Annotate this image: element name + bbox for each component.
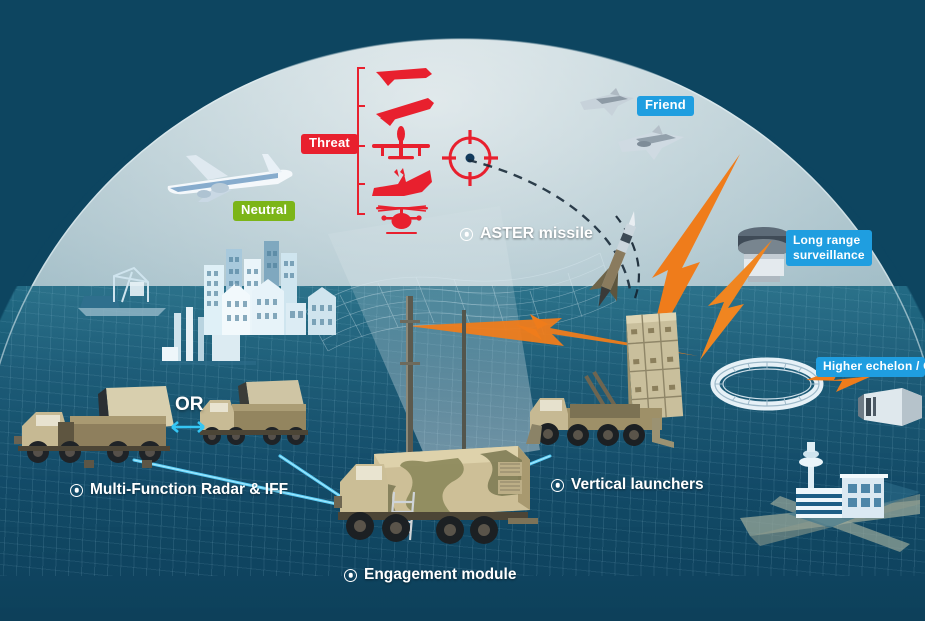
callout-vertical-launchers-label: Vertical launchers — [571, 476, 704, 493]
callout-aster-missile-label: ASTER missile — [480, 225, 593, 242]
label-higher-echelon-c4i: Higher echelon / C4I — [816, 357, 925, 377]
callout-multi-function-radar: Multi-Function Radar & IFF — [70, 481, 288, 499]
label-long-range-surveillance-line1: Long range — [793, 233, 861, 247]
callout-engagement-module: Engagement module — [344, 566, 516, 584]
label-long-range-surveillance-line2: surveillance — [793, 248, 865, 262]
callout-engagement-module-label: Engagement module — [364, 566, 517, 583]
bullet-dot-icon — [460, 227, 473, 241]
threat-bracket — [357, 67, 365, 215]
classification-label-threat: Threat — [301, 134, 358, 154]
industrial-plant — [160, 307, 256, 365]
classification-label-neutral: Neutral — [233, 201, 296, 221]
or-connector-arrow — [171, 421, 205, 433]
label-long-range-surveillance: Long range surveillance — [786, 230, 872, 266]
data-link-ring — [710, 357, 824, 411]
bullet-dot-icon — [70, 483, 83, 497]
classification-label-friend: Friend — [637, 96, 694, 116]
helicopter-icon — [376, 205, 428, 234]
friendly-fighter-jet — [618, 125, 684, 160]
aster-missile — [589, 211, 637, 307]
engagement-module-vehicle — [334, 296, 538, 544]
bullet-dot-icon — [344, 568, 357, 582]
crosshair-icon — [442, 130, 498, 186]
missile-icon — [376, 98, 434, 126]
callout-aster-missile: ASTER missile — [460, 225, 593, 243]
multi-function-radar-vehicle — [200, 380, 308, 445]
bullet-dot-icon — [551, 478, 564, 492]
friendly-fighter-jet — [580, 88, 634, 116]
fighter-jet-icon — [372, 168, 432, 196]
drone-plane-icon — [372, 126, 430, 160]
port-crane — [78, 266, 166, 316]
multi-function-radar-vehicle — [14, 386, 174, 468]
airport-control-tower — [740, 442, 920, 552]
protected-city — [204, 241, 336, 335]
vertical-launcher-vehicle — [526, 312, 684, 448]
or-connector-label: OR — [175, 394, 204, 415]
callout-vertical-launchers: Vertical launchers — [551, 476, 704, 494]
command-shelter — [858, 388, 922, 426]
missile-icon — [376, 68, 432, 86]
airliner — [167, 154, 293, 202]
callout-multi-function-radar-label: Multi-Function Radar & IFF — [90, 481, 289, 498]
